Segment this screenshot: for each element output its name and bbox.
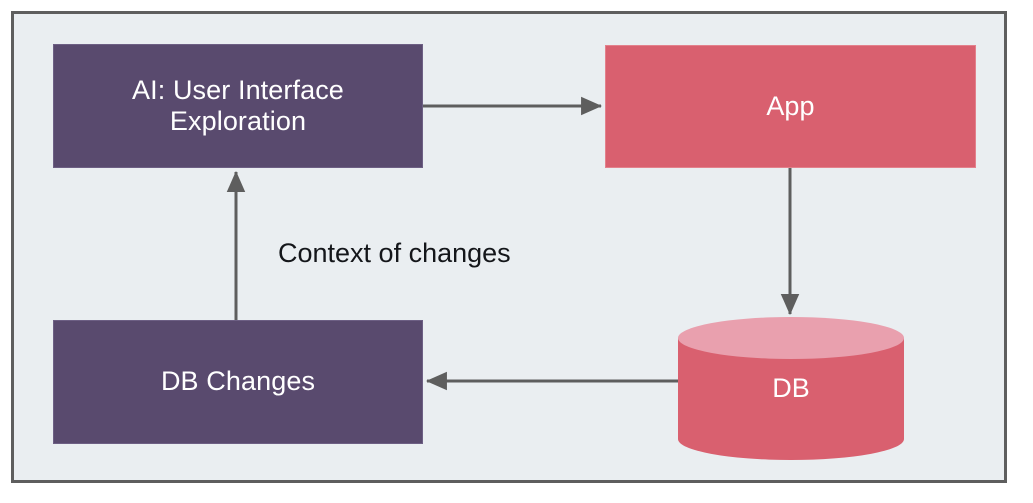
node-app[interactable]: App (605, 45, 976, 168)
cylinder-top-ellipse-shape (678, 317, 904, 359)
node-db-cylinder[interactable]: DB (678, 317, 904, 460)
node-db-changes[interactable]: DB Changes (53, 320, 423, 444)
node-db-label: DB (772, 373, 810, 403)
node-ai-user-interface-exploration[interactable]: AI: User Interface Exploration (53, 44, 423, 168)
edge-label-context-of-changes: Context of changes (278, 238, 511, 268)
